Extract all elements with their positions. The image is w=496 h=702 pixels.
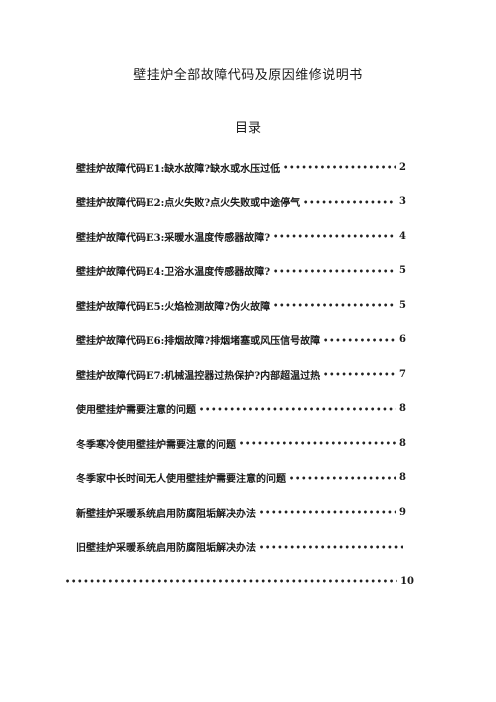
toc-entry-page: 7 [399, 368, 406, 380]
toc-entry-page: 10 [400, 575, 414, 587]
toc-leader-dots: ••••••••••••••••••••••••••••••••••••••••… [289, 472, 396, 483]
toc-entry[interactable]: 壁挂炉故障代码E4:卫浴水温度传感器故障? ••••••••••••••••••… [76, 254, 406, 289]
toc-leader-dots: ••••••••••••••••••••••••••••••••••••••••… [273, 265, 396, 276]
toc-entry-text: 壁挂炉故障代码E7:机械温控器过热保护?内部超温过热 [76, 370, 321, 382]
toc-leader-dots: ••••••••••••••••••••••••••••••••••••••••… [259, 541, 403, 552]
toc-entry[interactable]: 壁挂炉故障代码E6:排烟故障?排烟堵塞或风压信号故障 •••••••••••••… [76, 323, 406, 358]
toc-entry-page: 2 [399, 161, 406, 173]
toc-entry-page: 8 [399, 437, 406, 449]
toc-entry-page: 8 [399, 472, 406, 484]
toc-entry-page: 9 [399, 506, 406, 518]
toc-entry-text: 旧壁挂炉采暖系统启用防腐阻垢解决办法 [76, 543, 256, 555]
toc-entry[interactable]: 壁挂炉故障代码E7:机械温控器过热保护?内部超温过热 •••••••••••••… [76, 357, 406, 392]
toc-entry[interactable]: 冬季寒冷使用壁挂炉需要注意的问题 •••••••••••••••••••••••… [76, 426, 406, 461]
toc-leader-dots: ••••••••••••••••••••••••••••••••••••••••… [273, 300, 396, 311]
toc-entry-text: 使用壁挂炉需要注意的问题 [76, 405, 196, 417]
toc-entry-text: 冬季寒冷使用壁挂炉需要注意的问题 [76, 439, 236, 451]
toc-entry-text: 壁挂炉故障代码E2:点火失败?点火失败或中途停气 [76, 198, 301, 210]
toc-entry-text: 壁挂炉故障代码E5:火焰检测故障?伪火故障 [76, 301, 271, 313]
toc-entry[interactable]: 壁挂炉故障代码E5:火焰检测故障?伪火故障 ••••••••••••••••••… [76, 288, 406, 323]
toc-entry[interactable]: 壁挂炉故障代码E1:缺水故障?缺水或水压过低 •••••••••••••••••… [76, 150, 406, 185]
toc-entry-page: 6 [399, 334, 406, 346]
toc-leader-dots: ••••••••••••••••••••••••••••••••••••••••… [199, 403, 396, 414]
toc-entry[interactable]: 新壁挂炉采暖系统启用防腐阻垢解决办法 •••••••••••••••••••••… [76, 495, 406, 530]
toc-entry-page: 5 [399, 265, 406, 277]
toc-leader-dots: ••••••••••••••••••••••••••••••••••••••••… [239, 438, 397, 449]
toc-entry-text: 冬季家中长时间无人使用壁挂炉需要注意的问题 [76, 474, 286, 486]
toc-entry-text: 新壁挂炉采暖系统启用防腐阻垢解决办法 [76, 508, 256, 520]
table-of-contents: 壁挂炉故障代码E1:缺水故障?缺水或水压过低 •••••••••••••••••… [65, 150, 414, 599]
document-title: 壁挂炉全部故障代码及原因维修说明书 [133, 68, 363, 83]
toc-entry-page: 4 [399, 230, 406, 242]
toc-entry[interactable]: 使用壁挂炉需要注意的问题 •••••••••••••••••••••••••••… [76, 392, 406, 427]
toc-entry-text: 壁挂炉故障代码E3:采暖水温度传感器故障? [76, 232, 271, 244]
toc-entry-page: 3 [399, 196, 406, 208]
toc-leader-dots: ••••••••••••••••••••••••••••••••••••••••… [65, 576, 397, 587]
toc-leader-dots: ••••••••••••••••••••••••••••••••••••••••… [303, 196, 396, 207]
toc-entry-text: 壁挂炉故障代码E1:缺水故障?缺水或水压过低 [76, 163, 281, 175]
toc-entry-page: 8 [399, 403, 406, 415]
toc-entry[interactable]: 壁挂炉故障代码E3:采暖水温度传感器故障? ••••••••••••••••••… [76, 219, 406, 254]
toc-entry[interactable]: 壁挂炉故障代码E2:点火失败?点火失败或中途停气 •••••••••••••••… [76, 185, 406, 220]
toc-leader-dots: ••••••••••••••••••••••••••••••••••••••••… [259, 507, 396, 518]
toc-entry-text: 壁挂炉故障代码E4:卫浴水温度传感器故障? [76, 267, 271, 279]
toc-leader-dots: ••••••••••••••••••••••••••••••••••••••••… [323, 369, 397, 380]
toc-heading: 目录 [234, 121, 261, 136]
toc-entry-text: 壁挂炉故障代码E6:排烟故障?排烟堵塞或风压信号故障 [76, 336, 321, 348]
toc-leader-dots: ••••••••••••••••••••••••••••••••••••••••… [283, 162, 396, 173]
toc-leader-dots: ••••••••••••••••••••••••••••••••••••••••… [323, 334, 397, 345]
toc-entry[interactable]: 冬季家中长时间无人使用壁挂炉需要注意的问题 ••••••••••••••••••… [76, 461, 406, 496]
toc-entry[interactable]: 旧壁挂炉采暖系统启用防腐阻垢解决办法 •••••••••••••••••••••… [65, 530, 414, 599]
toc-leader-dots: ••••••••••••••••••••••••••••••••••••••••… [273, 231, 396, 242]
toc-entry-page: 5 [399, 299, 406, 311]
